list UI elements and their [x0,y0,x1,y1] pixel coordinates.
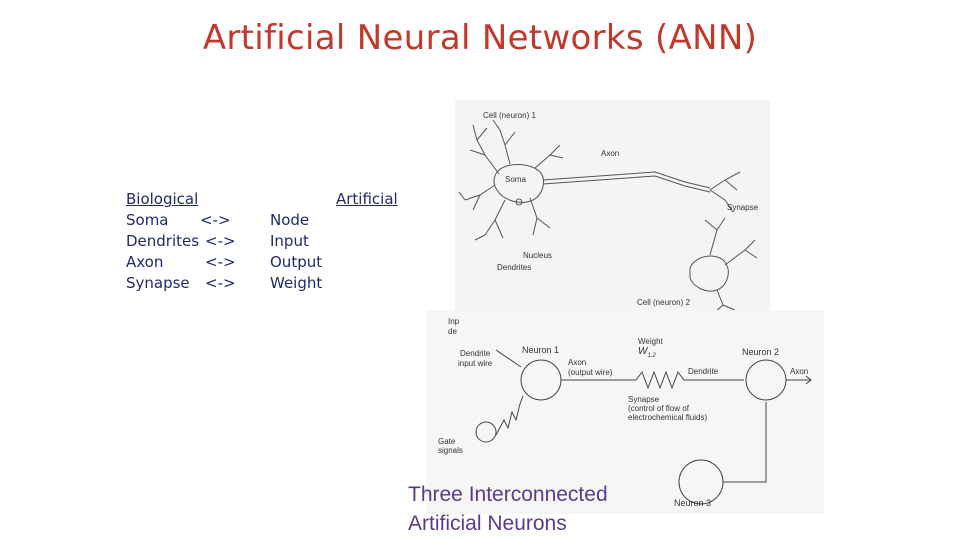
figure-caption: Three Interconnected Artificial Neurons [408,480,608,538]
weight-symbol: W1,2 [638,346,656,359]
input-resistor [495,395,524,436]
nucleus-label: Nucleus [523,251,552,260]
artificial-neuron-figure: Inp de Dendrite input wire Neuron 1 Weig… [426,310,824,514]
soma-label: Soma [505,175,526,184]
dendrite-branch [469,124,500,175]
synapse-resistor [635,370,744,390]
dendrites-label: Dendrites [497,263,531,272]
mapping-arrow: <-> [200,211,231,229]
dendrite-branch [724,239,758,266]
feedback-wire [723,402,767,483]
cell1-label: Cell (neuron) 1 [483,111,536,120]
dendrite-input-label: Dendrite [460,349,491,358]
axon-line [542,171,711,189]
gate-label-cont: signals [438,446,463,455]
input-label: Inp [448,317,460,326]
neuron2-label: Neuron 2 [742,347,779,357]
cell2-label: Cell (neuron) 2 [637,298,690,307]
soma-shape [689,255,729,292]
nucleus-shape [515,198,523,206]
dendrite-branch [458,184,496,211]
dendrite-branch [714,289,736,312]
biological-neuron-figure: Cell (neuron) 1 Axon Soma Synapse Nucleu… [455,100,770,312]
figure-background [455,100,770,312]
weight-label: Weight [638,337,664,346]
dendrite-label: Dendrite [688,367,719,376]
art-term: Node [270,211,310,229]
artificial-header: Artificial [336,190,398,208]
output-wire-label: (output wire) [568,368,613,377]
input-wire-label: input wire [458,359,493,368]
synapse-label: Synapse [727,203,759,212]
dendrite-branch [474,199,506,241]
neuron-drawing [458,119,758,312]
axon-terminal [709,171,741,213]
art-term: Weight [270,274,323,292]
caption-line: Three Interconnected [408,483,608,506]
bio-term: Dendrites [126,232,200,250]
dendrite-branch [534,144,564,169]
bio-term: Soma [126,211,169,229]
neuron1-label: Neuron 1 [522,345,559,355]
dendrite-branch [492,119,516,165]
axon-output-label: Axon [568,358,586,367]
gate-label: Gate [438,437,456,446]
mapping-arrow: <-> [205,232,236,250]
axon-label: Axon [601,149,619,158]
gate-circle [475,421,497,443]
input-label-cont: de [448,327,457,336]
dendrite-branch [704,217,726,256]
neuron3-label: Neuron 3 [674,498,711,508]
caption-line: Artificial Neurons [408,512,567,535]
mapping-arrow: <-> [205,253,236,271]
bio-term: Synapse [126,274,190,292]
mapping-arrow: <-> [205,274,236,292]
dendrite-branch [529,197,551,236]
slide-title: Artificial Neural Networks (ANN) [202,18,758,58]
art-term: Input [270,232,309,250]
synapse-desc1: (control of flow of [628,404,690,413]
input-wire [495,349,522,368]
synapse-label: Synapse [628,395,660,404]
biological-header: Biological [126,190,199,208]
axon-line [542,175,711,193]
figure-background [426,310,824,514]
synapse-desc2: electrochemical fluids) [628,413,707,422]
output-arrowhead [805,375,812,385]
art-term: Output [270,253,323,271]
network-drawing [475,349,812,505]
axon-right-label: Axon [790,367,808,376]
bio-term: Axon [126,253,164,271]
